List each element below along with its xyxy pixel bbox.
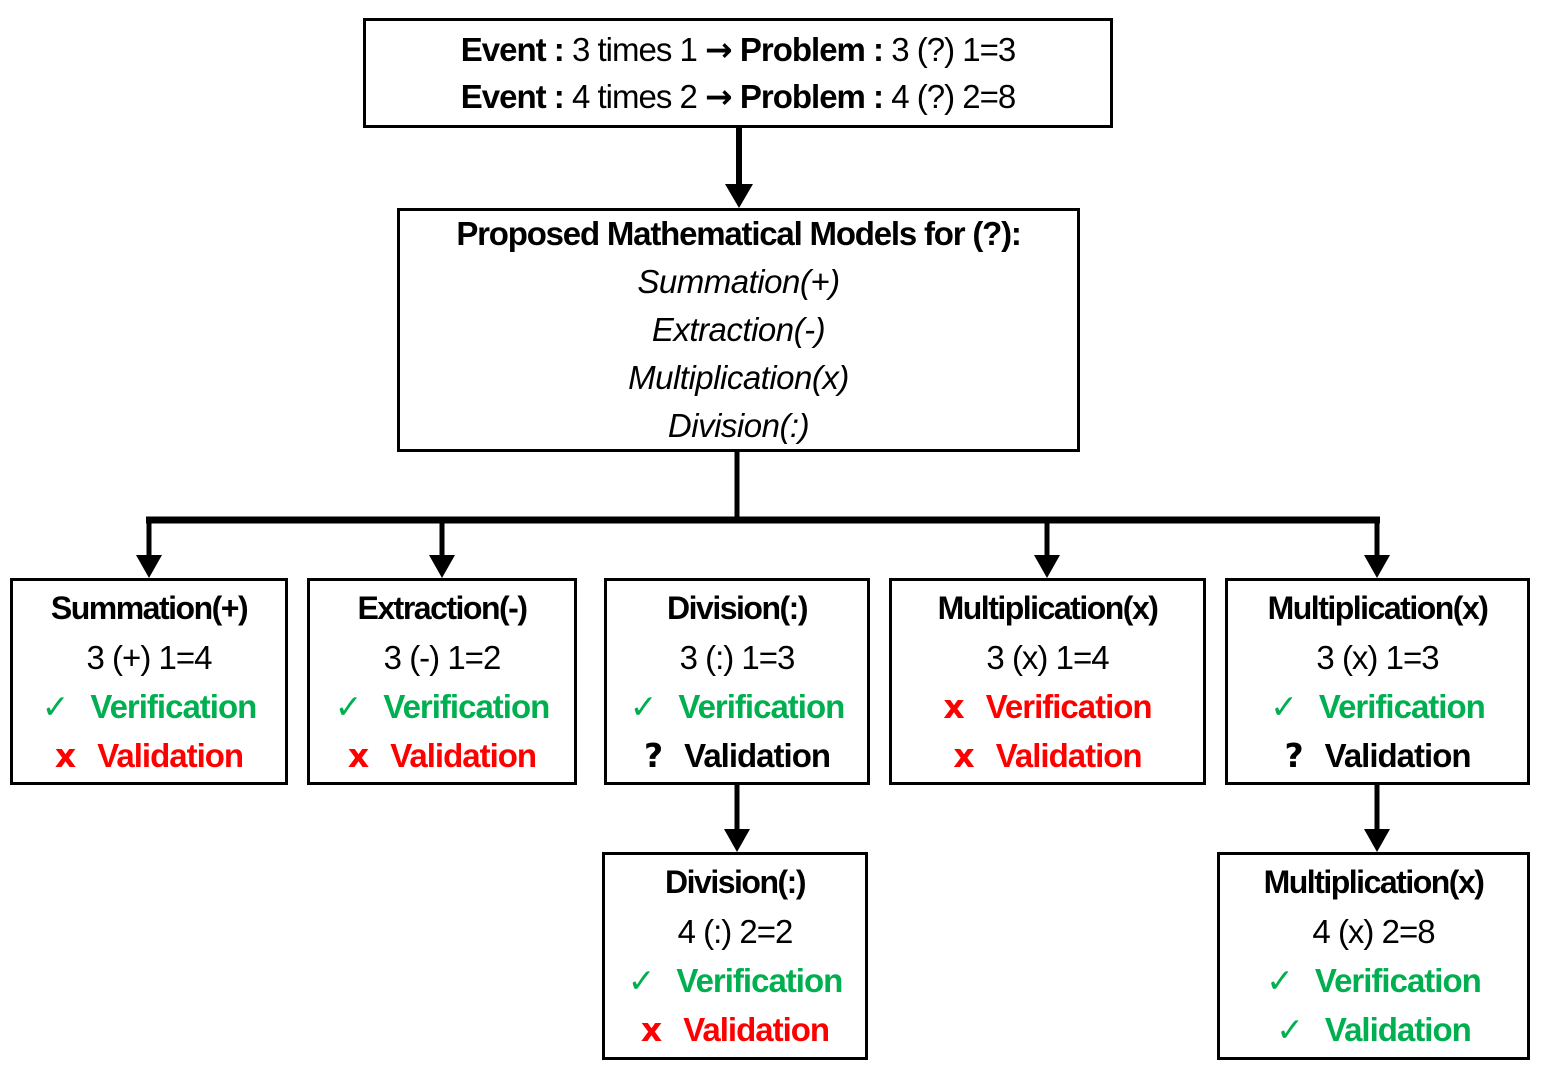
node-multiplication-result: Multiplication(x) 4 (x) 2=8 ✓ Verificati…	[1217, 852, 1530, 1060]
validation-row: ? Validation	[1284, 731, 1472, 780]
event-line-1: Event : 3 times 1 → Problem : 3 (?) 1=3	[460, 26, 1016, 73]
event-label: Event :	[460, 31, 565, 68]
check-icon: ✓	[1270, 686, 1298, 726]
validation-label: Validation	[684, 736, 831, 774]
node-division: Division(:) 3 (:) 1=3 ✓ Verification ? V…	[604, 578, 870, 785]
check-icon: ✓	[629, 686, 658, 726]
x-icon: x	[953, 735, 974, 775]
x-icon: x	[943, 686, 964, 726]
check-icon: ✓	[627, 961, 656, 1000]
validation-row: ✓ Validation	[1276, 1005, 1472, 1054]
node-title: Multiplication(x)	[1263, 864, 1485, 900]
event-label: Event :	[460, 78, 565, 115]
node-formula: 4 (:) 2=2	[677, 913, 794, 950]
validation-label: Validation	[1324, 736, 1472, 774]
validation-row: x Validation	[640, 1005, 830, 1054]
check-icon: ✓	[1266, 961, 1294, 1000]
event-text: 3 times 1	[571, 31, 698, 68]
node-formula: 3 (+) 1=4	[86, 638, 213, 676]
event-text: 4 times 2	[571, 78, 698, 115]
validation-label: Validation	[1324, 1011, 1472, 1048]
verification-row: ✓ Verification	[41, 682, 258, 731]
node-formula: 3 (-) 1=2	[383, 638, 502, 676]
x-icon: x	[347, 735, 369, 775]
arrow-multiplication-to-result	[1364, 785, 1390, 852]
x-icon: x	[640, 1010, 662, 1049]
models-title: Proposed Mathematical Models for (?):	[456, 215, 1022, 252]
verification-label: Verification	[383, 687, 550, 725]
arrow-to-extraction	[429, 518, 455, 578]
node-formula: 3 (x) 1=4	[986, 638, 1109, 676]
arrow-to-summation	[136, 518, 162, 578]
arrow-to-multiplication-2	[1364, 518, 1390, 578]
verification-row: ✓ Verification	[1270, 682, 1486, 731]
validation-row: x Validation	[54, 731, 244, 780]
question-icon: ?	[643, 735, 663, 775]
event-line-2: Event : 4 times 2 → Problem : 4 (?) 2=8	[460, 73, 1016, 120]
verification-label: Verification	[678, 687, 845, 725]
node-division-result: Division(:) 4 (:) 2=2 ✓ Verification x V…	[602, 852, 868, 1060]
node-summation: Summation(+) 3 (+) 1=4 ✓ Verification x …	[10, 578, 288, 785]
node-formula: 3 (x) 1=3	[1316, 638, 1439, 676]
validation-label: Validation	[995, 736, 1143, 774]
validation-label: Validation	[390, 736, 537, 774]
node-formula: 3 (:) 1=3	[679, 638, 796, 676]
node-multiplication-1: Multiplication(x) 3 (x) 1=4 x Verificati…	[889, 578, 1206, 785]
model-option-summation: Summation(+)	[637, 263, 840, 300]
node-title: Division(:)	[667, 589, 808, 626]
node-title: Summation(+)	[50, 589, 249, 626]
problem-label: Problem :	[739, 78, 884, 115]
validation-label: Validation	[97, 736, 244, 774]
arrow-event-to-models	[725, 128, 753, 208]
validation-row: ? Validation	[643, 731, 831, 780]
verification-row: x Verification	[943, 682, 1153, 731]
verification-label: Verification	[985, 687, 1153, 725]
event-problem-box: Event : 3 times 1 → Problem : 3 (?) 1=3 …	[363, 18, 1113, 128]
verification-row: ✓ Verification	[1266, 956, 1482, 1005]
verification-row: ✓ Verification	[334, 682, 551, 731]
verification-label: Verification	[1318, 687, 1486, 725]
verification-label: Verification	[1314, 962, 1482, 999]
problem-text: 3 (?) 1=3	[891, 31, 1016, 68]
verification-label: Verification	[676, 962, 843, 999]
check-icon: ✓	[41, 686, 70, 726]
problem-label: Problem :	[739, 31, 884, 68]
node-multiplication-2: Multiplication(x) 3 (x) 1=3 ✓ Verificati…	[1225, 578, 1530, 785]
verification-row: ✓ Verification	[629, 682, 846, 731]
verification-label: Verification	[90, 687, 257, 725]
arrow-to-multiplication-1	[1034, 518, 1060, 578]
check-icon: ✓	[334, 686, 363, 726]
node-title: Multiplication(x)	[937, 589, 1159, 626]
validation-row: x Validation	[347, 731, 537, 780]
node-title: Multiplication(x)	[1267, 589, 1489, 626]
check-icon: ✓	[1276, 1010, 1304, 1049]
model-option-extraction: Extraction(-)	[651, 311, 826, 348]
arrow-division-to-result	[724, 785, 750, 852]
validation-label: Validation	[683, 1011, 830, 1048]
node-formula: 4 (x) 2=8	[1312, 913, 1435, 950]
node-title: Division(:)	[665, 864, 806, 900]
verification-row: ✓ Verification	[627, 956, 844, 1005]
node-title: Extraction(-)	[357, 589, 528, 626]
model-option-multiplication: Multiplication(x)	[628, 359, 849, 396]
node-extraction: Extraction(-) 3 (-) 1=2 ✓ Verification x…	[307, 578, 577, 785]
model-option-division: Division(:)	[667, 407, 810, 444]
validation-row: x Validation	[953, 731, 1143, 780]
proposed-models-box: Proposed Mathematical Models for (?): Su…	[397, 208, 1080, 452]
right-arrow-icon: →	[705, 77, 733, 116]
problem-text: 4 (?) 2=8	[891, 78, 1016, 115]
x-icon: x	[54, 735, 76, 775]
question-icon: ?	[1284, 735, 1303, 775]
right-arrow-icon: →	[705, 30, 733, 69]
